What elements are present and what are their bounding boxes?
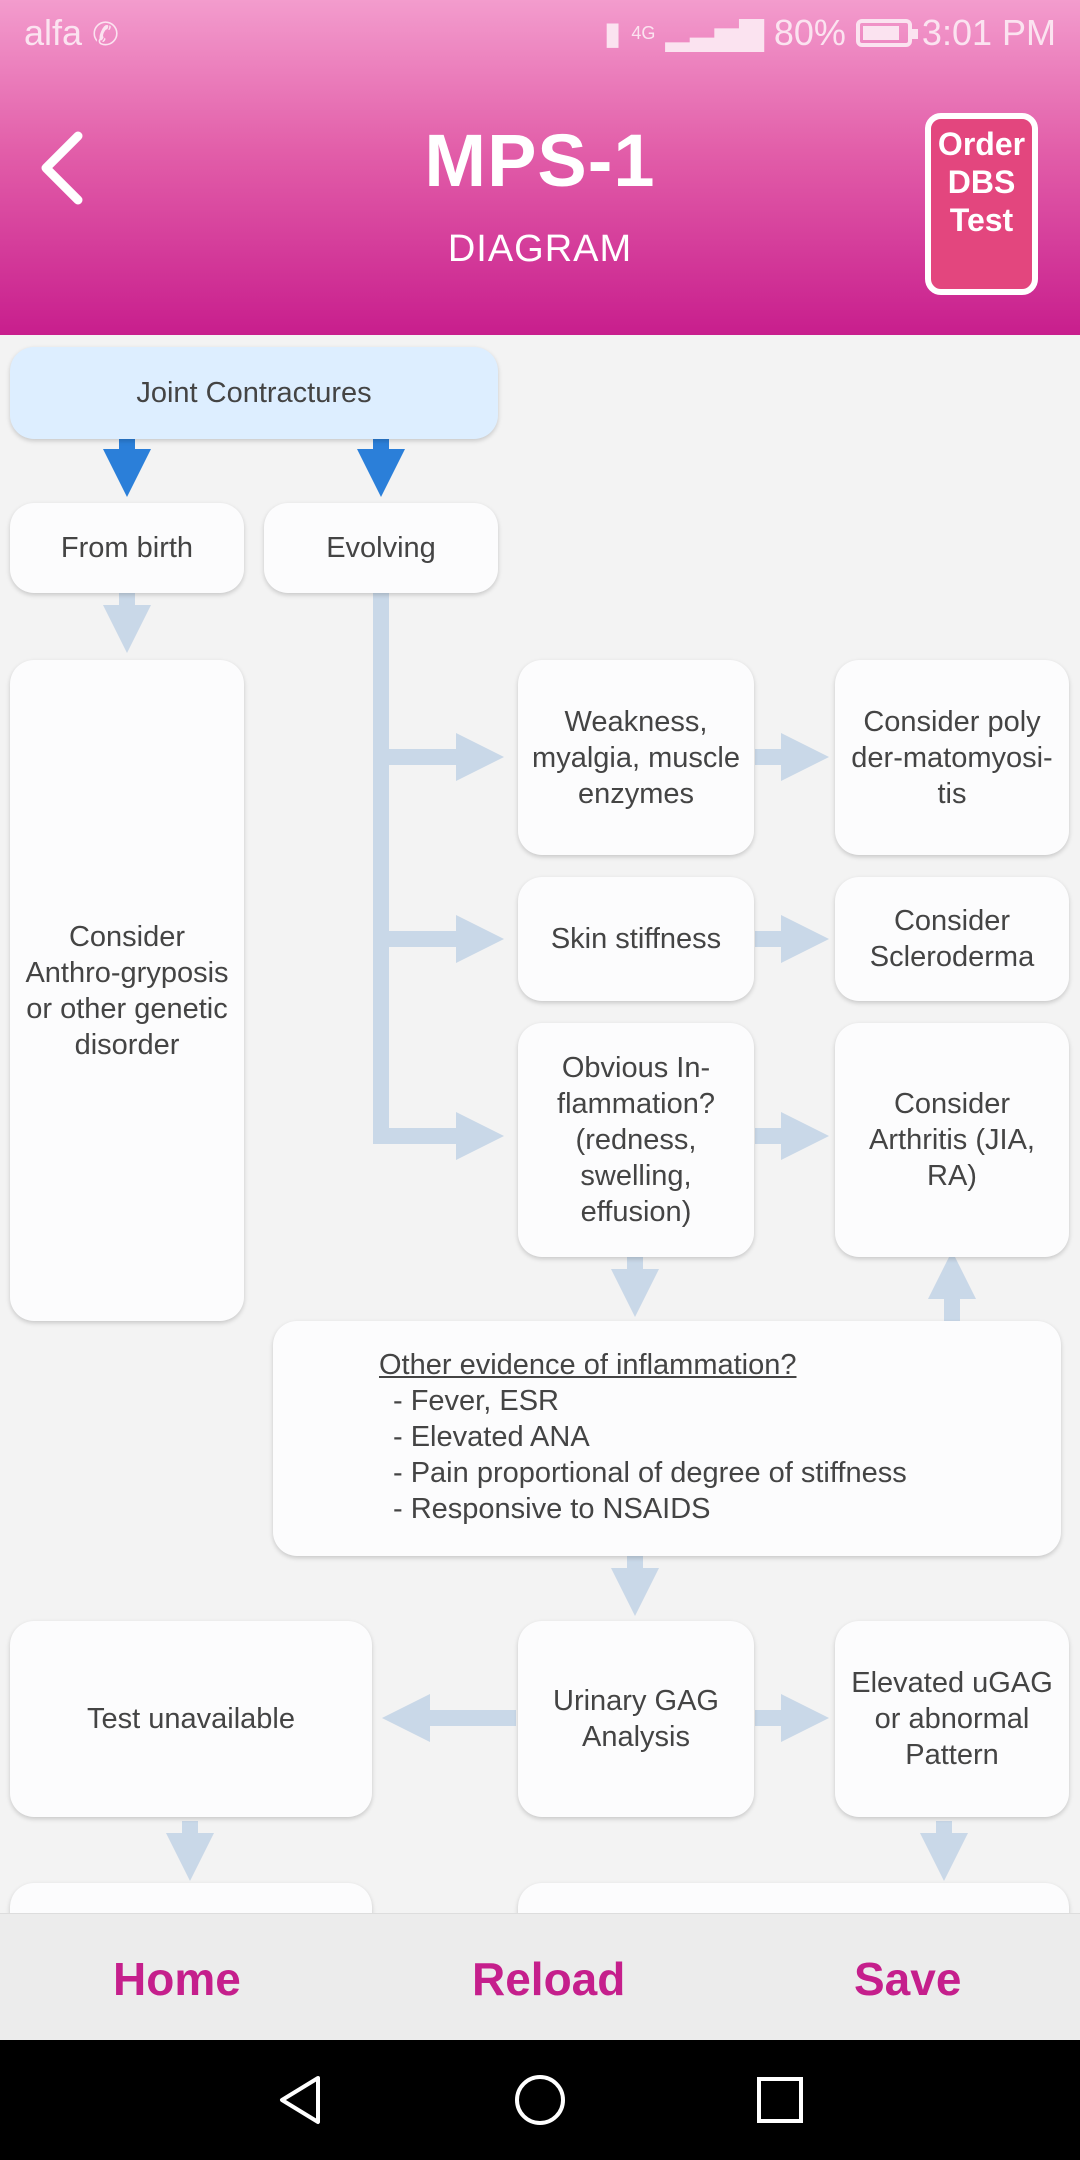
back-nav-icon[interactable]	[270, 2070, 330, 2130]
obvious-inflammation-node[interactable]: Obvious In-flammation? (redness, swellin…	[518, 1023, 754, 1257]
connector-arrows	[103, 439, 976, 1881]
order-line-1: Order	[937, 126, 1026, 162]
reload-button[interactable]: Reload	[472, 1953, 626, 2005]
joint-contractures-node[interactable]: Joint Contractures	[10, 347, 498, 439]
bottom-nav: Home Reload Save	[0, 1913, 1080, 2040]
status-bar: alfa ✆ ▮ 4G ▂▃▅▇ 80% 3:01 PM	[0, 0, 1080, 72]
elevated-ugag-node[interactable]: Elevated uGAG or abnormal Pattern	[835, 1621, 1069, 1817]
evidence-heading: Other evidence of inflammation?	[379, 1349, 797, 1381]
evidence-item: - Responsive to NSAIDS	[393, 1493, 711, 1525]
skin-stiffness-node[interactable]: Skin stiffness	[518, 877, 754, 1001]
consider-scleroderma-node[interactable]: Consider Scleroderma	[835, 877, 1069, 1001]
order-line-2: DBS	[947, 164, 1016, 200]
consider-poly-node[interactable]: Consider poly der-matomyosi-tis	[835, 660, 1069, 855]
order-dbs-test-button[interactable]: Order DBS Test	[925, 113, 1038, 295]
order-line-3: Test	[949, 202, 1014, 238]
network-label: 4G	[631, 22, 656, 43]
page-subtitle: DIAGRAM	[447, 228, 633, 270]
vibrate-icon: ▮	[603, 15, 622, 51]
evidence-item: - Pain proportional of degree of stiffne…	[393, 1457, 907, 1489]
signal-icon: ▂▃▅▇	[665, 15, 764, 51]
evidence-item: - Fever, ESR	[393, 1385, 559, 1417]
battery-percent: 80%	[773, 12, 846, 53]
chevron-left-icon	[41, 131, 83, 205]
app-header: alfa ✆ ▮ 4G ▂▃▅▇ 80% 3:01 PM MPS-1 DIAGR…	[0, 0, 1080, 335]
recents-nav-icon[interactable]	[750, 2070, 810, 2130]
next-node-left[interactable]	[10, 1883, 372, 1913]
urinary-gag-node[interactable]: Urinary GAG Analysis	[518, 1621, 754, 1817]
home-button[interactable]: Home	[113, 1953, 241, 2005]
home-nav-icon[interactable]	[510, 2070, 570, 2130]
system-navigation-bar	[0, 2040, 1080, 2160]
evidence-list: - Fever, ESR - Elevated ANA - Pain propo…	[379, 1383, 907, 1527]
page-title: MPS-1	[424, 119, 656, 202]
test-unavailable-node[interactable]: Test unavailable	[10, 1621, 372, 1817]
weakness-node[interactable]: Weakness, myalgia, muscle enzymes	[518, 660, 754, 855]
back-button[interactable]	[36, 128, 96, 208]
other-evidence-node[interactable]: Other evidence of inflammation? - Fever,…	[273, 1321, 1061, 1556]
battery-icon	[855, 19, 918, 47]
consider-anthrogryposis-node[interactable]: Consider Anthro-gryposis or other geneti…	[10, 660, 244, 1321]
evolving-node[interactable]: Evolving	[264, 503, 498, 593]
flow-diagram[interactable]: Joint Contractures From birth Evolving C…	[0, 335, 1080, 1913]
carrier-label: alfa	[24, 12, 83, 53]
from-birth-node[interactable]: From birth	[10, 503, 244, 593]
next-node-right[interactable]	[518, 1883, 1069, 1913]
consider-arthritis-node[interactable]: Consider Arthritis (JIA, RA)	[835, 1023, 1069, 1257]
clock: 3:01 PM	[921, 12, 1056, 53]
save-button[interactable]: Save	[854, 1953, 962, 2005]
evidence-item: - Elevated ANA	[393, 1421, 590, 1453]
whatsapp-icon: ✆	[92, 16, 119, 52]
